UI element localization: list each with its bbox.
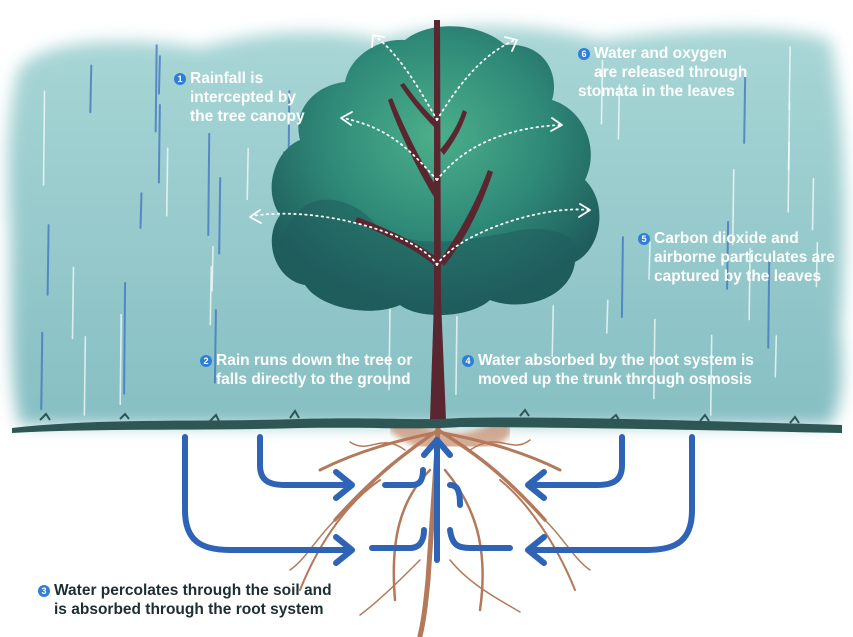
raindrop-streak xyxy=(140,193,141,228)
raindrop-streak xyxy=(812,179,813,230)
step-5-line-3: captured by the leaves xyxy=(638,267,835,286)
step-2-line-1: Rain runs down the tree or xyxy=(216,352,412,369)
raindrop-streak xyxy=(124,283,125,394)
raindrop-streak xyxy=(72,267,73,338)
raindrop-streak xyxy=(212,247,213,291)
raindrop-streak xyxy=(210,267,211,324)
step-5-line-2: airborne particulates are xyxy=(638,248,835,267)
step-1-line-2: intercepted by xyxy=(174,88,305,107)
step-1-line-3: the tree canopy xyxy=(174,107,305,126)
raindrop-streak xyxy=(120,315,121,405)
step-3-line-2: is absorbed through the root system xyxy=(38,600,332,619)
raindrop-streak xyxy=(90,66,91,113)
raindrop-streak xyxy=(788,142,789,211)
raindrop-streak xyxy=(48,225,49,295)
raindrop-streak xyxy=(44,91,45,185)
label-step-4: 4 Water absorbed by the root system is mo… xyxy=(462,351,754,389)
step-number-badge: 2 xyxy=(200,355,212,367)
raindrop-streak xyxy=(622,237,623,317)
raindrop-streak xyxy=(156,45,157,131)
step-6-line-2: are released through xyxy=(578,63,747,82)
step-number-badge: 1 xyxy=(174,73,186,85)
label-step-5: 5 Carbon dioxide and airborne particulate… xyxy=(638,229,835,286)
label-step-1: 1 Rainfall is intercepted by the tree can… xyxy=(174,69,305,126)
step-3-line-1: Water percolates through the soil and xyxy=(54,582,332,599)
absorption-arrows xyxy=(185,437,692,563)
step-number-badge: 3 xyxy=(38,585,50,597)
raindrop-streak xyxy=(552,306,553,357)
step-4-line-2: moved up the trunk through osmosis xyxy=(462,370,754,389)
step-6-line-3: stomata in the leaves xyxy=(578,82,747,101)
step-5-line-1: Carbon dioxide and xyxy=(654,230,799,247)
raindrop-streak xyxy=(456,317,457,395)
step-number-badge: 5 xyxy=(638,233,650,245)
raindrop-streak xyxy=(84,337,85,415)
raindrop-streak xyxy=(159,105,160,182)
step-number-badge: 4 xyxy=(462,355,474,367)
raindrop-streak xyxy=(247,149,248,200)
raindrop-streak xyxy=(607,300,608,333)
raindrop-streak xyxy=(208,134,209,235)
step-1-line-1: Rainfall is xyxy=(190,70,263,87)
step-4-line-1: Water absorbed by the root system is xyxy=(478,352,754,369)
step-number-badge: 6 xyxy=(578,48,590,60)
label-step-3: 3 Water percolates through the soil and i… xyxy=(38,581,332,619)
raindrop-streak xyxy=(219,178,220,254)
label-step-2: 2 Rain runs down the tree or falls direct… xyxy=(200,351,412,389)
step-6-line-1: Water and oxygen xyxy=(594,45,727,62)
step-2-line-2: falls directly to the ground xyxy=(200,370,412,389)
raindrop-streak xyxy=(167,148,168,216)
raindrop-streak xyxy=(41,333,42,409)
label-step-6: 6 Water and oxygen are released through s… xyxy=(578,44,747,101)
raindrop-streak xyxy=(789,47,790,109)
raindrop-streak xyxy=(775,336,776,377)
raindrop-streak xyxy=(159,56,160,93)
